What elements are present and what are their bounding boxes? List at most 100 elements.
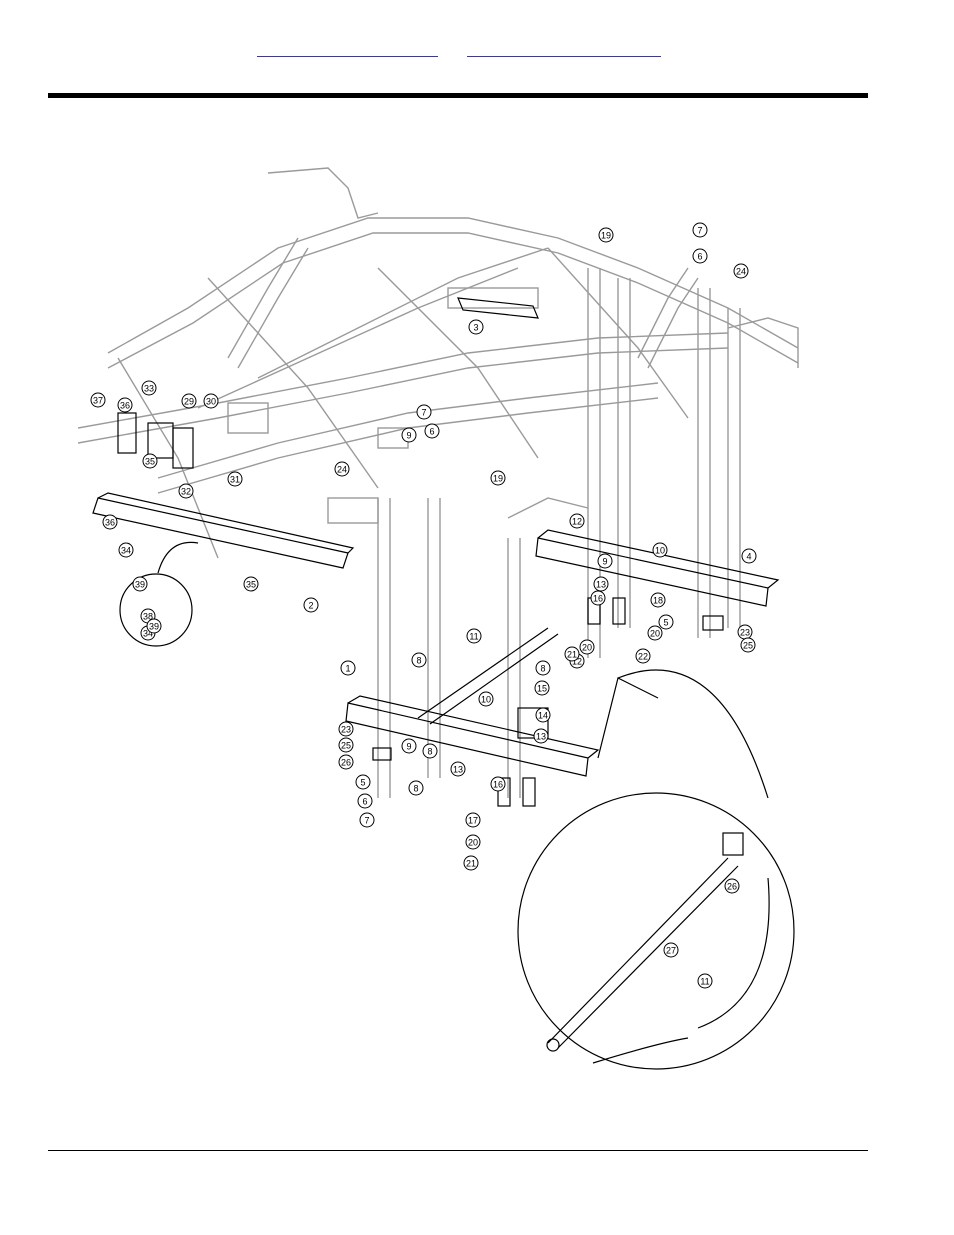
callout-number: 21 [466,859,476,869]
callout-number: 12 [572,517,582,527]
callout-10: 10 [653,543,667,557]
callout-26: 26 [339,755,353,769]
callout-1: 1 [341,661,355,675]
callout-30: 30 [204,394,218,408]
callout-number: 25 [743,641,753,651]
callout-number: 13 [453,765,463,775]
callout-36: 36 [118,398,132,412]
callout-32: 32 [179,484,193,498]
callout-39: 39 [133,577,147,591]
callout-4: 4 [742,549,756,563]
callout-number: 6 [697,252,702,262]
callout-8: 8 [409,781,423,795]
callout-number: 2 [308,601,313,611]
callout-number: 16 [493,780,503,790]
callout-number: 11 [469,632,478,642]
callout-20: 20 [580,640,594,654]
callout-number: 6 [362,797,367,807]
callout-number: 34 [121,546,131,556]
callout-number: 8 [416,656,421,666]
callout-number: 18 [653,596,663,606]
callout-9: 9 [402,428,416,442]
callout-number: 39 [149,622,159,632]
callout-number: 24 [337,465,347,475]
callout-13: 13 [594,577,608,591]
callout-11: 11 [698,974,712,988]
callout-number: 14 [538,711,548,721]
callout-number: 13 [596,580,606,590]
callout-2: 2 [304,598,318,612]
callout-23: 23 [339,722,353,736]
header-link-1[interactable] [257,40,438,57]
callout-number: 33 [144,384,154,394]
callout-27: 27 [664,943,678,957]
callout-13: 13 [451,762,465,776]
callout-24: 24 [734,264,748,278]
callout-22: 22 [636,649,650,663]
callout-number: 5 [360,778,365,788]
callout-number: 17 [468,816,478,826]
callout-34: 34 [119,543,133,557]
callout-number: 20 [582,643,592,653]
callout-19: 19 [599,228,613,242]
callout-number: 19 [601,231,611,241]
callout-18: 18 [651,593,665,607]
callout-21: 21 [464,856,478,870]
callout-number: 31 [230,475,240,485]
callout-number: 22 [638,652,648,662]
callout-number: 32 [181,487,191,497]
parts-exploded-diagram: 1234556667778888999101011111212131313141… [78,158,803,1078]
callout-number: 10 [481,695,491,705]
bottom-rule [48,1150,868,1151]
callout-35: 35 [244,577,258,591]
callout-24: 24 [335,462,349,476]
callout-8: 8 [536,661,550,675]
callout-number: 21 [567,650,577,660]
callout-number: 3 [473,323,478,333]
callout-9: 9 [598,554,612,568]
callout-8: 8 [412,653,426,667]
callout-19: 19 [491,471,505,485]
callout-number: 25 [341,741,351,751]
callout-11: 11 [467,629,481,643]
callout-39: 39 [147,619,161,633]
callout-number: 39 [135,580,145,590]
callout-33: 33 [142,381,156,395]
callout-25: 25 [339,738,353,752]
callout-number: 23 [740,628,750,638]
callout-23: 23 [738,625,752,639]
callout-29: 29 [182,394,196,408]
callout-number: 9 [602,557,607,567]
callout-number: 20 [650,629,660,639]
callout-number: 16 [593,594,603,604]
callout-number: 35 [246,580,256,590]
callout-number: 7 [697,226,702,236]
callout-3: 3 [469,320,483,334]
callout-number: 26 [727,882,737,892]
callout-6: 6 [358,794,372,808]
callout-7: 7 [417,405,431,419]
callout-37: 37 [91,393,105,407]
callout-21: 21 [565,647,579,661]
callout-7: 7 [693,223,707,237]
callout-9: 9 [402,739,416,753]
callout-13: 13 [534,729,548,743]
callout-8: 8 [423,744,437,758]
callout-7: 7 [360,813,374,827]
callout-17: 17 [466,813,480,827]
callout-20: 20 [648,626,662,640]
callout-25: 25 [741,638,755,652]
callout-number: 27 [666,946,676,956]
callout-number: 30 [206,397,216,407]
callout-number: 37 [93,396,103,406]
callout-number: 36 [105,518,115,528]
callout-31: 31 [228,472,242,486]
callout-number: 7 [421,408,426,418]
header-link-2[interactable] [467,40,661,57]
component-drawing [93,298,794,1069]
callout-number: 9 [406,431,411,441]
callout-number: 6 [429,427,434,437]
callout-number: 7 [364,816,369,826]
callout-26: 26 [725,879,739,893]
callout-number: 1 [345,664,350,674]
